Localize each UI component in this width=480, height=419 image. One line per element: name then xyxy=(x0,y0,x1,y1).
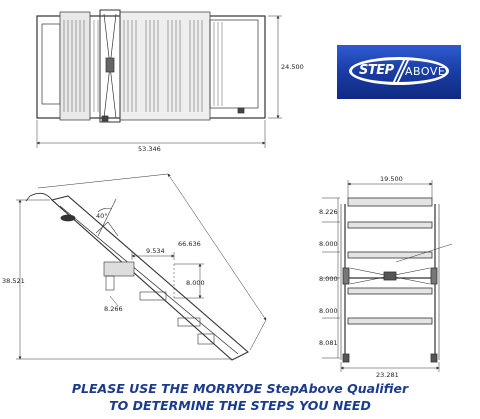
footer-line-1: PLEASE USE THE MORRYDE StepAbove Qualifi… xyxy=(71,381,409,396)
top-width-dim: 53.346 xyxy=(138,145,161,153)
side-height-dim: 38.521 xyxy=(2,277,25,285)
front-overall-width-dim: 23.281 xyxy=(376,371,399,379)
side-view xyxy=(16,173,267,361)
front-view xyxy=(322,180,453,372)
side-length-dim: 66.636 xyxy=(178,240,201,248)
front-rise-dim-5: 8.081 xyxy=(319,339,338,347)
top-depth-dim: 24.500 xyxy=(281,63,304,71)
stepabove-logo: STEP ABOVE xyxy=(337,45,461,99)
side-rise-dim: 8.000 xyxy=(186,279,205,287)
side-offset-dim: 8.266 xyxy=(104,305,123,313)
front-width-dim: 19.500 xyxy=(380,175,403,183)
footer-line-2: TO DETERMINE THE STEPS YOU NEED xyxy=(109,398,371,413)
front-rise-dim-4: 8.000 xyxy=(319,307,338,315)
front-rise-dim-3: 8.000 xyxy=(319,275,338,283)
top-view xyxy=(36,9,282,148)
front-rise-dim-1: 8.226 xyxy=(319,208,338,216)
front-rise-dim-2: 8.000 xyxy=(319,240,338,248)
logo-above-text: ABOVE xyxy=(405,65,446,78)
side-run-dim: 9.534 xyxy=(146,247,165,255)
logo-swoosh xyxy=(349,57,449,85)
side-angle-dim: 40° xyxy=(96,212,108,220)
footer-notice: PLEASE USE THE MORRYDE StepAbove Qualifi… xyxy=(0,380,480,414)
logo-step-text: STEP xyxy=(359,63,394,78)
